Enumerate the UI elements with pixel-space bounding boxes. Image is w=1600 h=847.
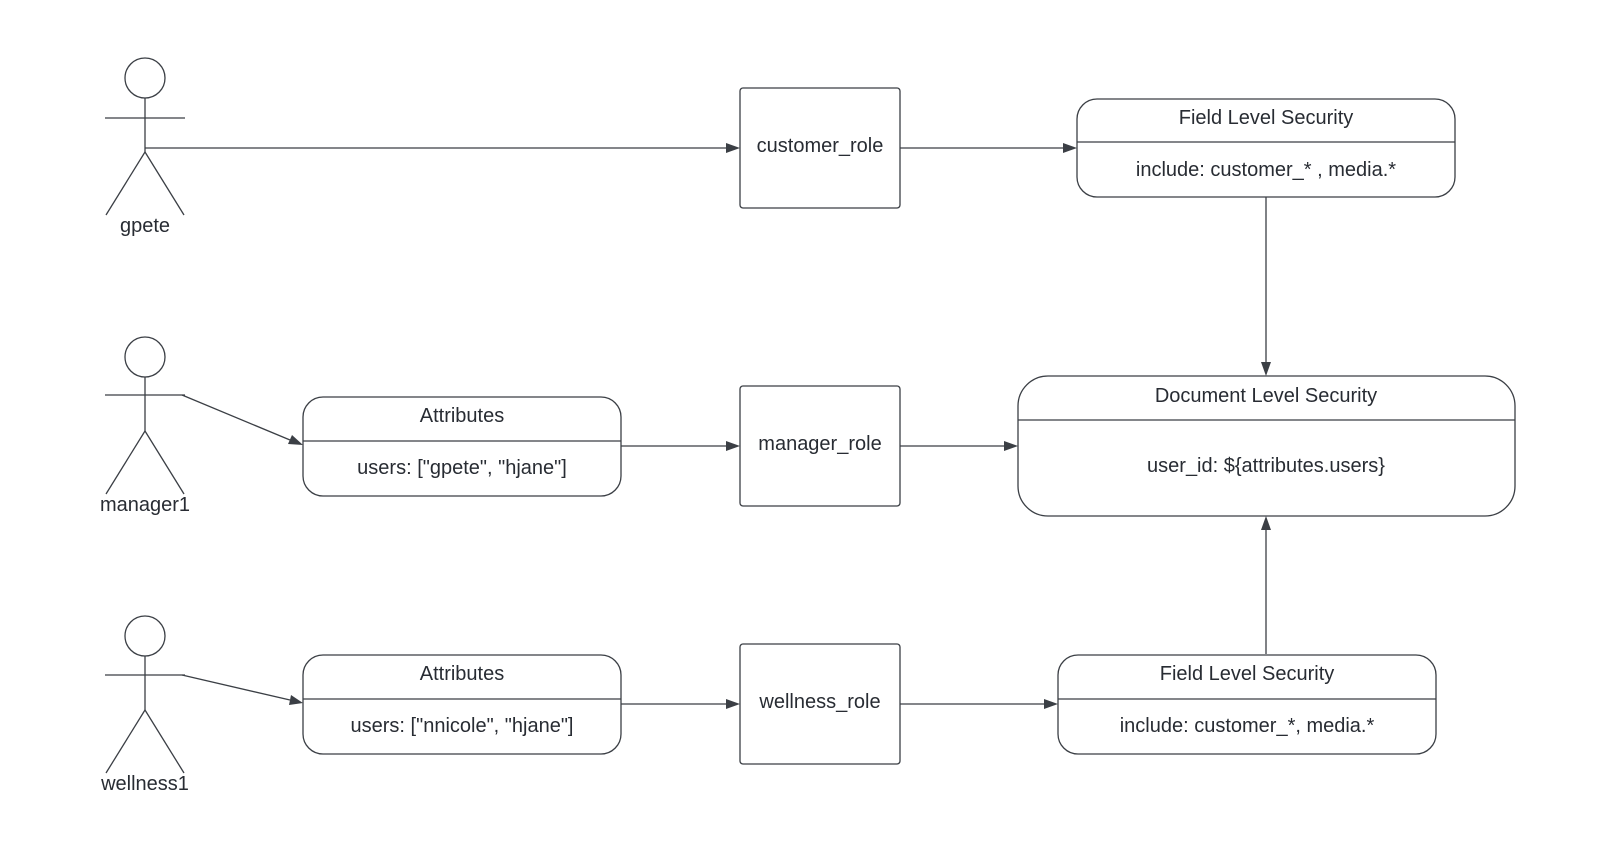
connector-attributes-wellness-role xyxy=(621,699,740,709)
connector-manager1-attributes xyxy=(181,394,303,445)
role-label-manager: manager_role xyxy=(758,433,881,455)
attributes-users-wellness: users: ["nnicole", "hjane"] xyxy=(351,715,574,737)
attributes-users-manager: users: ["gpete", "hjane"] xyxy=(357,457,567,479)
connector-gpete-customer-role xyxy=(145,143,740,153)
role-label-wellness: wellness_role xyxy=(758,691,880,713)
fls-title-top: Field Level Security xyxy=(1179,107,1354,129)
dls-title: Document Level Security xyxy=(1155,385,1377,407)
fls-include-bottom: include: customer_*, media.* xyxy=(1120,715,1375,737)
fls-box-top: Field Level Security include: customer_*… xyxy=(1076,98,1456,198)
connector-manager-role-dls xyxy=(900,441,1018,451)
dls-box: Document Level Security user_id: ${attri… xyxy=(1017,375,1516,517)
actor-gpete: gpete xyxy=(105,57,185,237)
actor-wellness1: wellness1 xyxy=(100,615,189,795)
actor-manager1: manager1 xyxy=(100,336,190,516)
role-box-wellness: wellness_role xyxy=(739,643,901,765)
fls-title-bottom: Field Level Security xyxy=(1160,663,1335,685)
actor-label-manager1: manager1 xyxy=(100,494,190,516)
role-box-manager: manager_role xyxy=(739,385,901,507)
actor-label-gpete: gpete xyxy=(120,215,170,237)
actor-label-wellness1: wellness1 xyxy=(100,773,189,795)
connector-wellness-role-fls-bottom xyxy=(900,699,1058,709)
connector-fls-bottom-dls xyxy=(1261,516,1271,654)
connector-customer-role-fls-top xyxy=(900,143,1077,153)
attributes-title-wellness: Attributes xyxy=(420,663,504,685)
fls-box-bottom: Field Level Security include: customer_*… xyxy=(1057,654,1437,755)
dls-user-id: user_id: ${attributes.users} xyxy=(1147,455,1385,477)
connector-wellness1-attributes xyxy=(181,674,303,705)
fls-include-top: include: customer_* , media.* xyxy=(1136,159,1396,181)
role-label-customer: customer_role xyxy=(757,135,884,157)
connector-attributes-manager-role xyxy=(621,441,740,451)
attributes-box-wellness: Attributes users: ["nnicole", "hjane"] xyxy=(302,654,622,755)
connector-fls-top-dls xyxy=(1261,197,1271,376)
attributes-title-manager: Attributes xyxy=(420,405,504,427)
attributes-box-manager: Attributes users: ["gpete", "hjane"] xyxy=(302,396,622,497)
role-box-customer: customer_role xyxy=(739,87,901,209)
